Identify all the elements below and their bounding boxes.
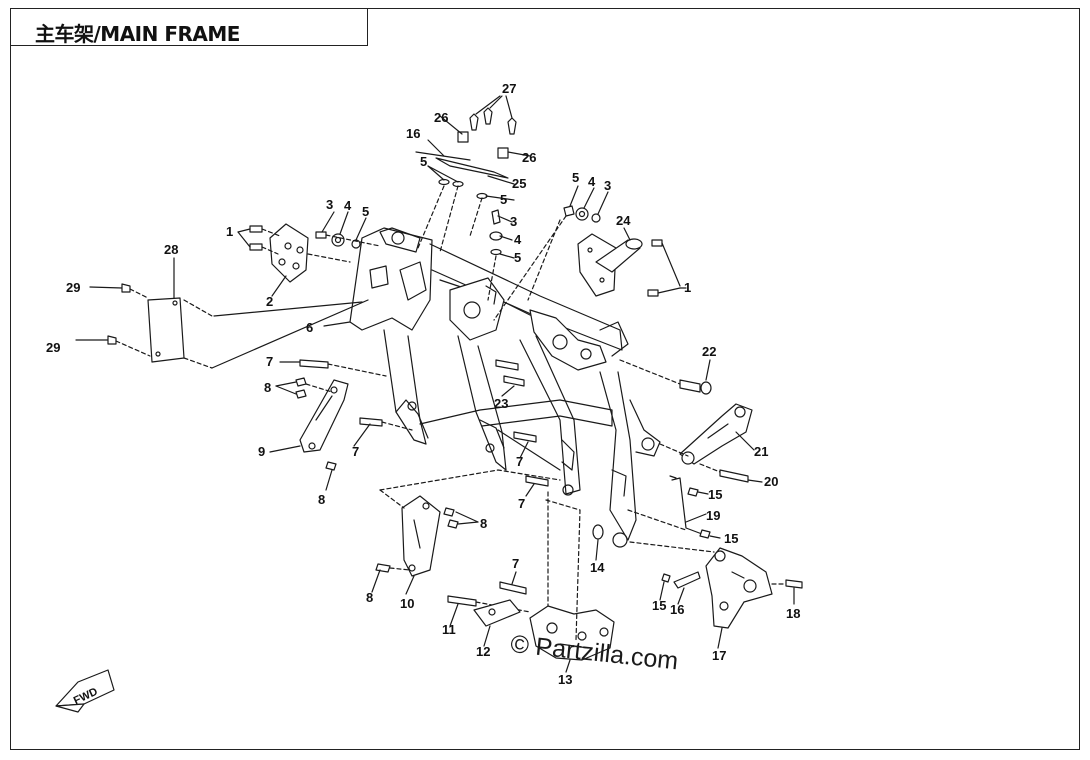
callout-15: 15: [708, 487, 722, 502]
callout-27: 27: [502, 81, 516, 96]
bracket-12: [473, 599, 521, 627]
bracket-17: [705, 547, 773, 629]
callout-15: 15: [652, 598, 666, 613]
callout-25: 25: [512, 176, 526, 191]
callout-8: 8: [318, 492, 325, 507]
forward-arrow-icon: [55, 669, 115, 713]
callout-29: 29: [46, 340, 60, 355]
callout-20: 20: [764, 474, 778, 489]
callout-23: 23: [494, 396, 508, 411]
page-title: 主车架/MAIN FRAME: [35, 22, 240, 46]
rod-19: [669, 475, 703, 535]
callout-10: 10: [400, 596, 414, 611]
mount-bracket-2: [269, 223, 309, 283]
callout-14: 14: [590, 560, 605, 575]
callout-5: 5: [572, 170, 579, 185]
callout-8: 8: [480, 516, 487, 531]
callout-9: 9: [258, 444, 265, 459]
callout-4: 4: [514, 232, 522, 247]
callout-3: 3: [510, 214, 517, 229]
callout-22: 22: [702, 344, 716, 359]
callout-11: 11: [442, 622, 456, 637]
bushing-14: [592, 524, 604, 540]
plate-leader-lower: [211, 299, 369, 369]
callout-5: 5: [362, 204, 369, 219]
callout-7: 7: [512, 556, 519, 571]
bracket-21: [679, 403, 753, 465]
callout-28: 28: [164, 242, 178, 257]
callout-4: 4: [588, 174, 596, 189]
callout-labels: 27 26 26 16 5 25 5 3 4 5 5 4 3 24 3 4 5 …: [46, 81, 800, 707]
callout-7: 7: [518, 496, 525, 511]
callout-15: 15: [724, 531, 738, 546]
callout-3: 3: [604, 178, 611, 193]
callout-5: 5: [420, 154, 427, 169]
callout-26: 26: [434, 110, 448, 125]
diagram-border: [10, 8, 1080, 750]
callout-7: 7: [266, 354, 273, 369]
bracket-13: [529, 605, 615, 661]
callout-8: 8: [366, 590, 373, 605]
callout-29: 29: [66, 280, 80, 295]
callout-5: 5: [514, 250, 521, 265]
callout-16: 16: [406, 126, 420, 141]
callout-1: 1: [684, 280, 691, 295]
cover-plate-28: [147, 297, 185, 363]
callout-21: 21: [754, 444, 768, 459]
plate-leader-upper: [213, 301, 363, 317]
callout-5: 5: [500, 192, 507, 207]
callout-13: 13: [558, 672, 572, 687]
callout-6: 6: [306, 320, 313, 335]
main-frame: [349, 227, 661, 548]
bracket-9: [299, 379, 349, 453]
clip-16: [673, 571, 701, 589]
callout-7: 7: [352, 444, 359, 459]
callout-16: 16: [670, 602, 684, 617]
bracket-10: [401, 495, 441, 577]
bolt-29-upper: [89, 283, 149, 299]
callout-17: 17: [712, 648, 726, 663]
title-box: 主车架/MAIN FRAME: [10, 8, 368, 46]
callout-18: 18: [786, 606, 800, 621]
callout-24: 24: [616, 213, 631, 228]
mount-bracket-24: [577, 233, 643, 297]
callout-26: 26: [522, 150, 536, 165]
callout-4: 4: [344, 198, 352, 213]
callout-7: 7: [516, 454, 523, 469]
bolt-29-lower: [75, 335, 151, 357]
callout-8: 8: [264, 380, 271, 395]
callout-19: 19: [706, 508, 720, 523]
callout-1: 1: [226, 224, 233, 239]
callout-2: 2: [266, 294, 273, 309]
callout-12: 12: [476, 644, 490, 659]
callout-3: 3: [326, 197, 333, 212]
